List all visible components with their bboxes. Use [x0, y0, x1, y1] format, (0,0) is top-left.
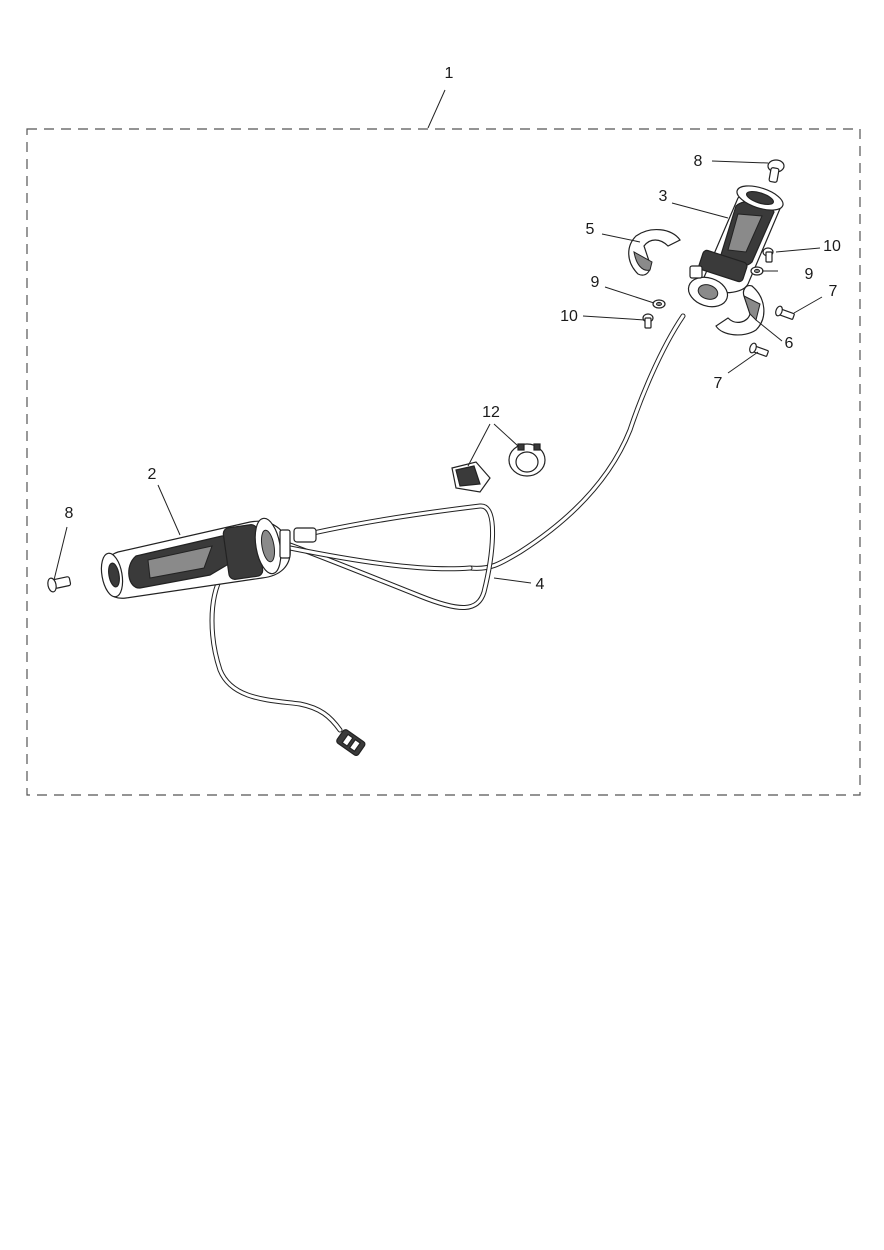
callout-7-upper: 7 — [829, 283, 838, 300]
grommet-right — [508, 443, 546, 477]
left-heated-grip — [100, 517, 291, 599]
callout-10-left: 10 — [560, 308, 578, 325]
callout-9-right: 9 — [805, 266, 814, 283]
callout-2: 2 — [148, 466, 157, 483]
callout-12: 12 — [482, 404, 500, 421]
callout-1: 1 — [445, 65, 454, 82]
callout-6: 6 — [785, 335, 794, 352]
callout-9-left: 9 — [591, 274, 600, 291]
bar-end-plug-right — [767, 159, 785, 183]
leader-lines — [53, 89, 823, 584]
screw-right — [762, 247, 774, 263]
clamp-lower — [715, 285, 765, 336]
wiring-harness — [209, 313, 686, 733]
callout-7-lower: 7 — [714, 375, 723, 392]
grommet-left — [451, 461, 491, 493]
callout-10-right: 10 — [823, 238, 841, 255]
screw-left — [642, 313, 654, 329]
bolt-lower — [749, 342, 769, 357]
callout-3: 3 — [659, 188, 668, 205]
clamp-upper — [628, 229, 681, 276]
bolt-upper — [775, 305, 795, 320]
callout-8-left: 8 — [65, 505, 74, 522]
callout-5: 5 — [586, 221, 595, 238]
washer-left — [652, 299, 666, 309]
right-heated-grip — [687, 185, 784, 308]
callout-8-right: 8 — [694, 153, 703, 170]
kit-boundary — [26, 128, 861, 796]
callout-4: 4 — [536, 576, 545, 593]
harness-connector — [336, 729, 366, 757]
washer-right — [750, 266, 764, 276]
bar-end-plug-left — [47, 576, 72, 593]
